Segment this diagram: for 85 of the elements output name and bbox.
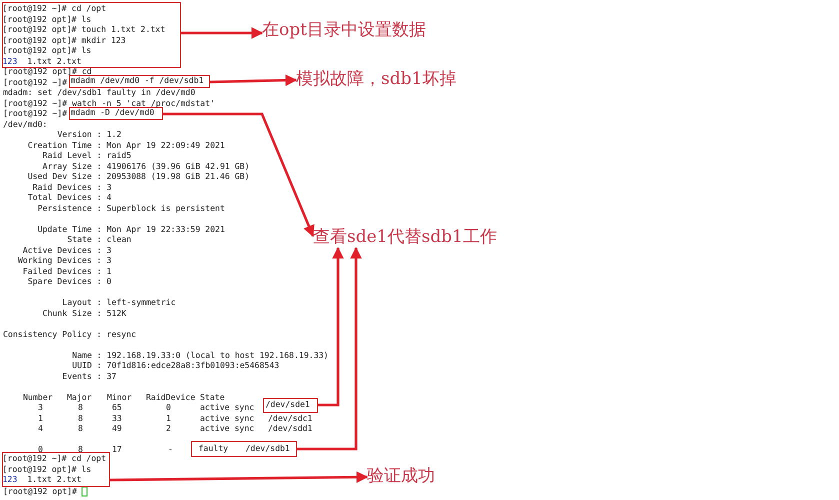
table-cell: 0 xyxy=(166,402,171,412)
terminal-line: Creation Time : Mon Apr 19 22:09:49 2021 xyxy=(28,140,225,150)
table-cell: 1 xyxy=(38,412,43,423)
highlight-box xyxy=(2,2,181,68)
terminal-line: 1.txt 2.txt xyxy=(27,56,82,66)
table-cell: 8 xyxy=(78,412,83,423)
terminal-line: Used Dev Size : 20953088 (19.98 GiB 21.46 GB) xyxy=(28,171,250,182)
terminal-line: [root@192 opt]# mkdir 123 xyxy=(2,34,126,45)
terminal-line: Version : 1.2 xyxy=(57,129,122,140)
table-cell: 0 xyxy=(38,444,43,454)
terminal-line: mdadm: set /dev/sdb1 faulty in /dev/md0 xyxy=(3,87,196,98)
terminal-line: mdadm -D /dev/md0 xyxy=(70,107,154,118)
terminal-line: Failed Devices : 1 xyxy=(22,266,112,276)
terminal-line: Raid Devices : 3 xyxy=(32,182,112,192)
terminal-line: [root@192 ~]# xyxy=(3,108,68,118)
terminal-line: Name : 192.168.19.33:0 (local to host 192.168.19.33) xyxy=(72,350,328,360)
table-cell: /dev/sdc1 xyxy=(268,412,312,423)
terminal-line: [root@192 opt]# ls xyxy=(2,464,92,474)
terminal-line: faulty xyxy=(198,442,228,453)
table-cell: - xyxy=(168,444,173,454)
table-cell: 3 xyxy=(38,402,43,412)
terminal-line: Working Devices : 3 xyxy=(18,255,112,266)
table-cell: 33 xyxy=(112,412,122,423)
table-cell: 8 xyxy=(78,402,83,412)
terminal-line: /dev/sdb1 xyxy=(246,442,290,453)
annotation-text: 在opt目录中设置数据 xyxy=(262,19,426,41)
arrow xyxy=(181,27,264,39)
directory-name: 123 xyxy=(2,474,18,484)
table-cell: active sync xyxy=(200,423,254,434)
terminal-line: [root@192 opt]# xyxy=(3,486,77,496)
arrow xyxy=(163,112,314,238)
table-cell: 4 xyxy=(38,423,43,434)
table-header: State xyxy=(200,392,225,402)
highlight-box xyxy=(69,75,210,88)
table-cell: active sync xyxy=(200,412,254,423)
table-header: Major xyxy=(67,392,92,402)
terminal-line: [root@192 opt]# ls xyxy=(2,45,92,56)
arrow xyxy=(297,246,362,450)
terminal-line: /dev/md0: xyxy=(3,118,48,129)
table-header: RaidDevice xyxy=(146,392,196,402)
terminal-line: [root@192 ~]# xyxy=(3,76,68,87)
terminal-line: Chunk Size : 512K xyxy=(42,308,126,318)
table-cell: 49 xyxy=(112,423,122,434)
arrow xyxy=(110,471,368,483)
arrow xyxy=(210,74,298,86)
terminal-line: Array Size : 41906176 (39.96 GiB 42.91 GB) xyxy=(42,160,250,171)
terminal-line: Events : 37 xyxy=(62,370,116,381)
annotation-text: 查看sde1代替sdb1工作 xyxy=(313,226,497,248)
table-cell: 8 xyxy=(78,423,83,434)
terminal-line: Consistency Policy : resync xyxy=(3,328,136,339)
terminal-line: [root@192 opt]# cd xyxy=(3,66,92,76)
terminal-line: State : clean xyxy=(67,234,132,244)
terminal-line: [root@192 opt]# ls xyxy=(2,14,92,24)
terminal-line: Raid Level : raid5 xyxy=(42,150,132,160)
table-header: Number xyxy=(23,392,53,402)
annotation-text: 模拟故障，sdb1坏掉 xyxy=(296,68,456,90)
annotation-text: 验证成功 xyxy=(367,465,435,487)
table-cell: 2 xyxy=(166,423,171,434)
highlight-box xyxy=(263,398,318,413)
highlight-box xyxy=(191,441,297,457)
terminal-line: UUID : 70f1d816:edce28a8:3fb01093:e5468543 xyxy=(72,360,280,370)
terminal-line: mdadm /dev/md0 -f /dev/sdb1 xyxy=(70,75,204,86)
table-cell: 17 xyxy=(112,444,122,454)
terminal-line: Total Devices : 4 xyxy=(28,192,112,202)
terminal-line: 1.txt 2.txt xyxy=(27,474,82,484)
table-cell: /dev/sdd1 xyxy=(268,423,312,434)
table-header: Minor xyxy=(107,392,132,402)
terminal-line: [root@192 ~]# cd /opt xyxy=(2,453,106,464)
terminal-line: Persistence : Superblock is persistent xyxy=(38,202,225,213)
terminal-line: Layout : left-symmetric xyxy=(62,297,176,308)
highlight-box xyxy=(69,107,163,120)
table-cell: 8 xyxy=(78,444,83,454)
terminal-line: Update Time : Mon Apr 19 22:33:59 2021 xyxy=(38,224,225,234)
table-cell: 65 xyxy=(112,402,122,412)
highlight-box xyxy=(2,452,110,487)
directory-name: 123 xyxy=(2,56,18,66)
terminal-line: Spare Devices : 0 xyxy=(28,276,112,286)
terminal-line: [root@192 ~]# watch -n 5 'cat /proc/mdstat' xyxy=(3,98,215,108)
table-cell: 1 xyxy=(166,412,171,423)
table-cell: active sync xyxy=(200,402,254,412)
terminal-line: Active Devices : 3 xyxy=(22,244,112,255)
terminal-line: [root@192 ~]# cd /opt xyxy=(2,3,106,14)
terminal-line: [root@192 opt]# touch 1.txt 2.txt xyxy=(2,24,166,34)
arrow xyxy=(318,246,344,406)
terminal-line: /dev/sde1 xyxy=(266,399,310,410)
